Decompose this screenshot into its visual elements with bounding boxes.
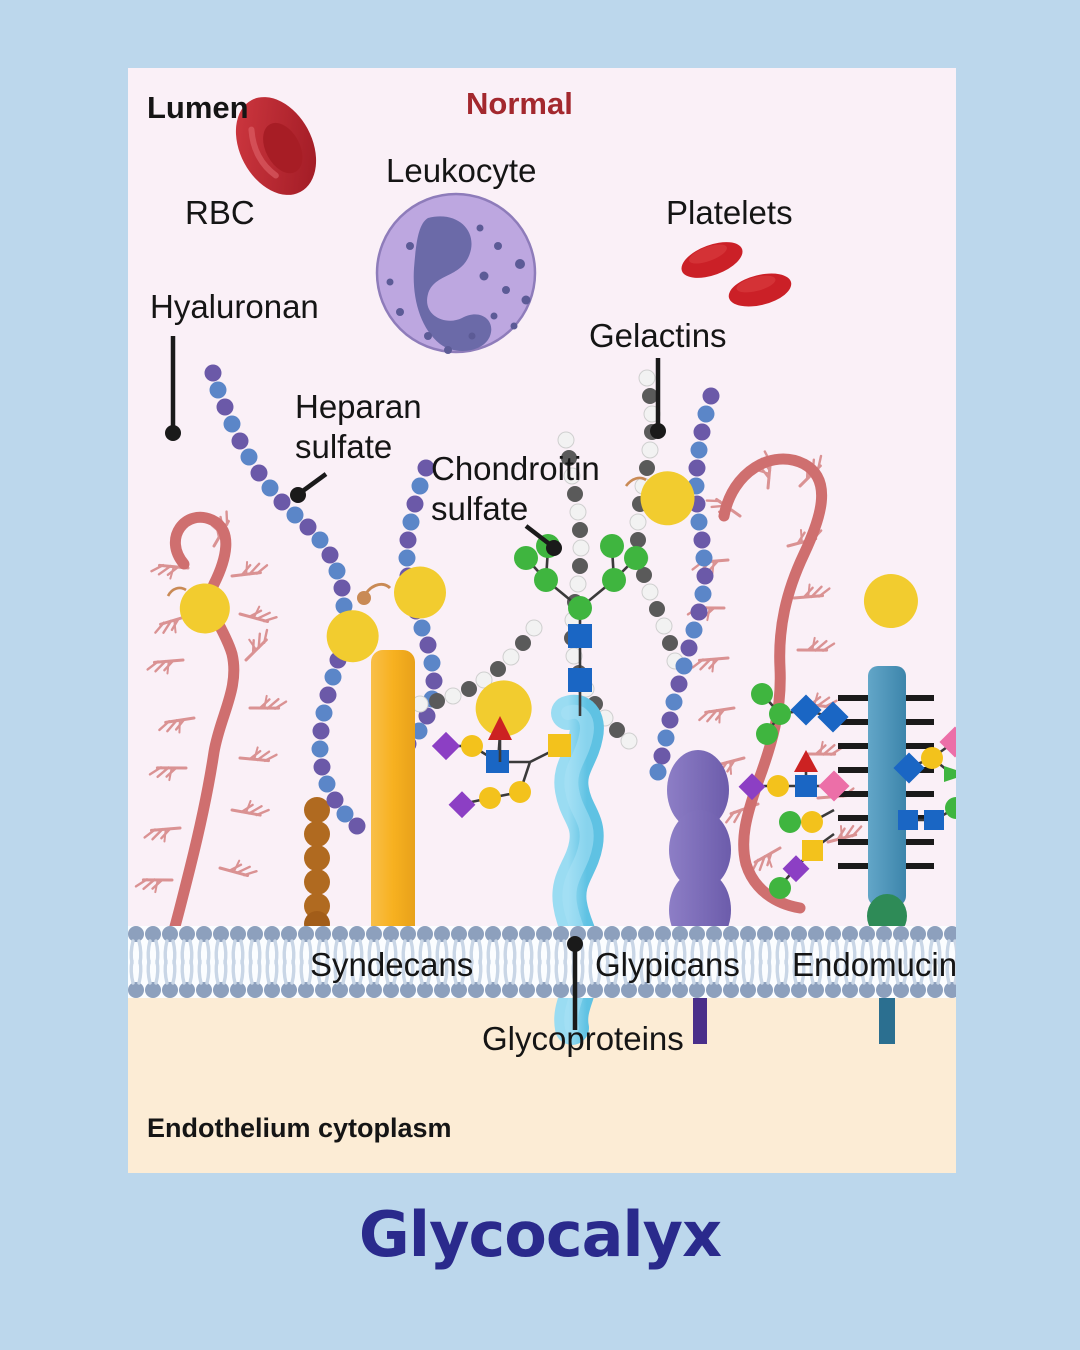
label-hyaluronan: Hyaluronan xyxy=(150,288,319,325)
figure-panel: Lumen Normal RBC Leukocyte Platelets Hya… xyxy=(128,68,956,1173)
phospholipid-bilayer xyxy=(128,926,956,998)
heparan-sulfate-chain-3 xyxy=(649,387,720,781)
gelactin-near-label xyxy=(624,471,695,526)
platelet-2 xyxy=(728,273,792,307)
figure-title: Glycocalyx xyxy=(358,1198,722,1271)
syndecan-bar xyxy=(371,650,415,998)
glycan-branch-left xyxy=(431,716,571,819)
label-heparan-sulfate-line1: Heparan xyxy=(295,388,422,425)
gelactin-center xyxy=(475,680,532,737)
hyaluronan-strand xyxy=(134,510,288,936)
label-chondroitin-sulfate-line2: sulfate xyxy=(431,490,529,527)
gelactin-right xyxy=(863,574,918,629)
platelet-1 xyxy=(681,242,743,278)
label-endothelium-cytoplasm: Endothelium cytoplasm xyxy=(147,1113,452,1143)
gelactin-pair-left xyxy=(326,566,446,663)
leader-heparan xyxy=(298,472,328,495)
label-endomucin: Endomucin xyxy=(792,946,956,983)
brown-beaded-chain xyxy=(304,797,330,968)
leader-lines xyxy=(170,336,661,1030)
glycan-endomucin-left xyxy=(751,683,849,745)
label-platelets: Platelets xyxy=(666,194,793,231)
label-chondroitin-sulfate-line1: Chondroitin xyxy=(431,450,600,487)
label-rbc: RBC xyxy=(185,194,255,231)
leader-dots xyxy=(165,423,666,952)
gelactin-left-on-hyaluronan xyxy=(166,583,230,634)
label-syndecans: Syndecans xyxy=(310,946,474,983)
hyaluronan-strand-right xyxy=(686,450,863,914)
label-leukocyte: Leukocyte xyxy=(386,152,537,189)
label-glycoproteins: Glycoproteins xyxy=(482,1020,684,1057)
label-lumen: Lumen xyxy=(147,90,249,125)
label-heparan-sulfate-line2: sulfate xyxy=(295,428,393,465)
diagram-artwork xyxy=(128,97,956,1045)
glycan-tree-glycoprotein xyxy=(514,534,648,716)
leader-chondroitin xyxy=(524,524,554,548)
glypican-stack xyxy=(667,750,731,1044)
rbc-cell xyxy=(235,97,317,195)
leukocyte-cell xyxy=(375,192,537,354)
glycan-endomucin-right-lower xyxy=(898,797,956,830)
label-glypicans: Glypicans xyxy=(595,946,740,983)
label-normal: Normal xyxy=(466,86,573,121)
label-gelactins: Gelactins xyxy=(589,317,727,354)
